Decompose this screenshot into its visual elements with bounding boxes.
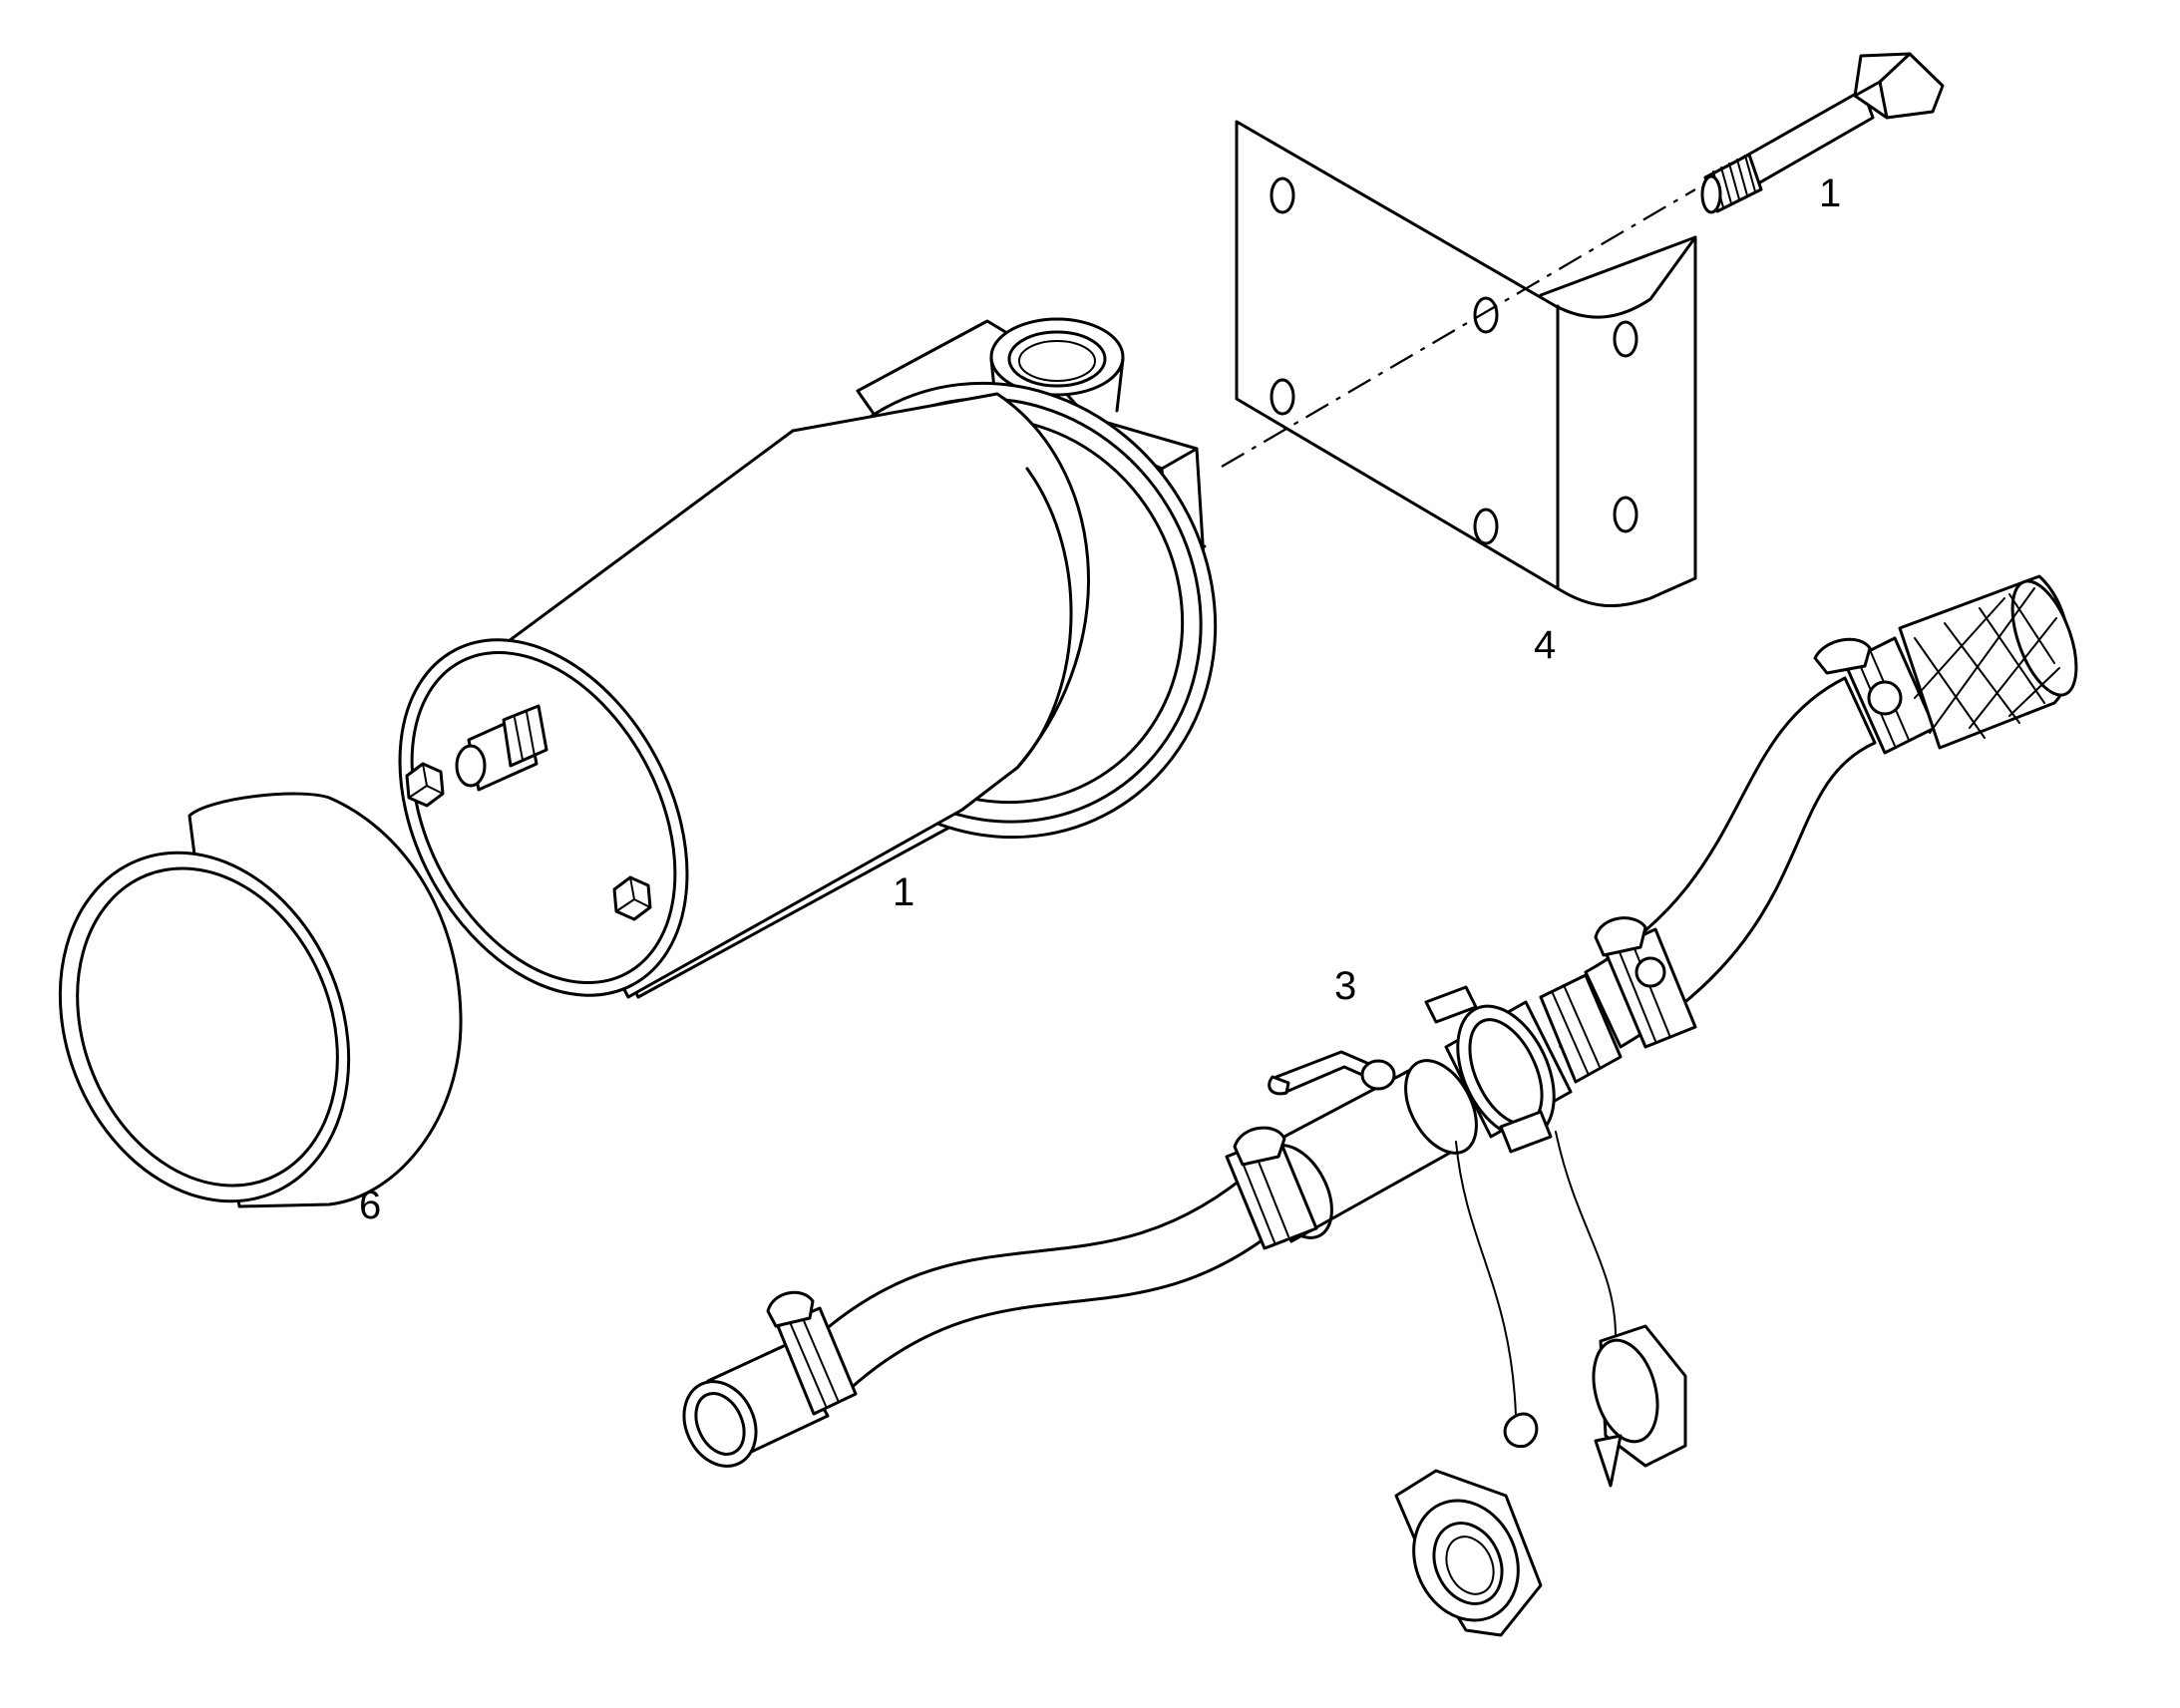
callout-filter: 1 <box>893 870 914 914</box>
hex-bolt <box>1700 52 1945 214</box>
mounting-bracket <box>1235 120 1697 608</box>
alignment-axis <box>1221 188 1696 468</box>
filter-assembly <box>398 317 1218 999</box>
cover-cap <box>58 792 463 1208</box>
callout-bracket: 4 <box>1534 623 1556 667</box>
callout-hose-assembly: 3 <box>1334 964 1356 1008</box>
callout-cover: 6 <box>359 1184 381 1227</box>
hose-assembly <box>682 574 2078 1637</box>
callout-bolt: 1 <box>1819 171 1841 215</box>
